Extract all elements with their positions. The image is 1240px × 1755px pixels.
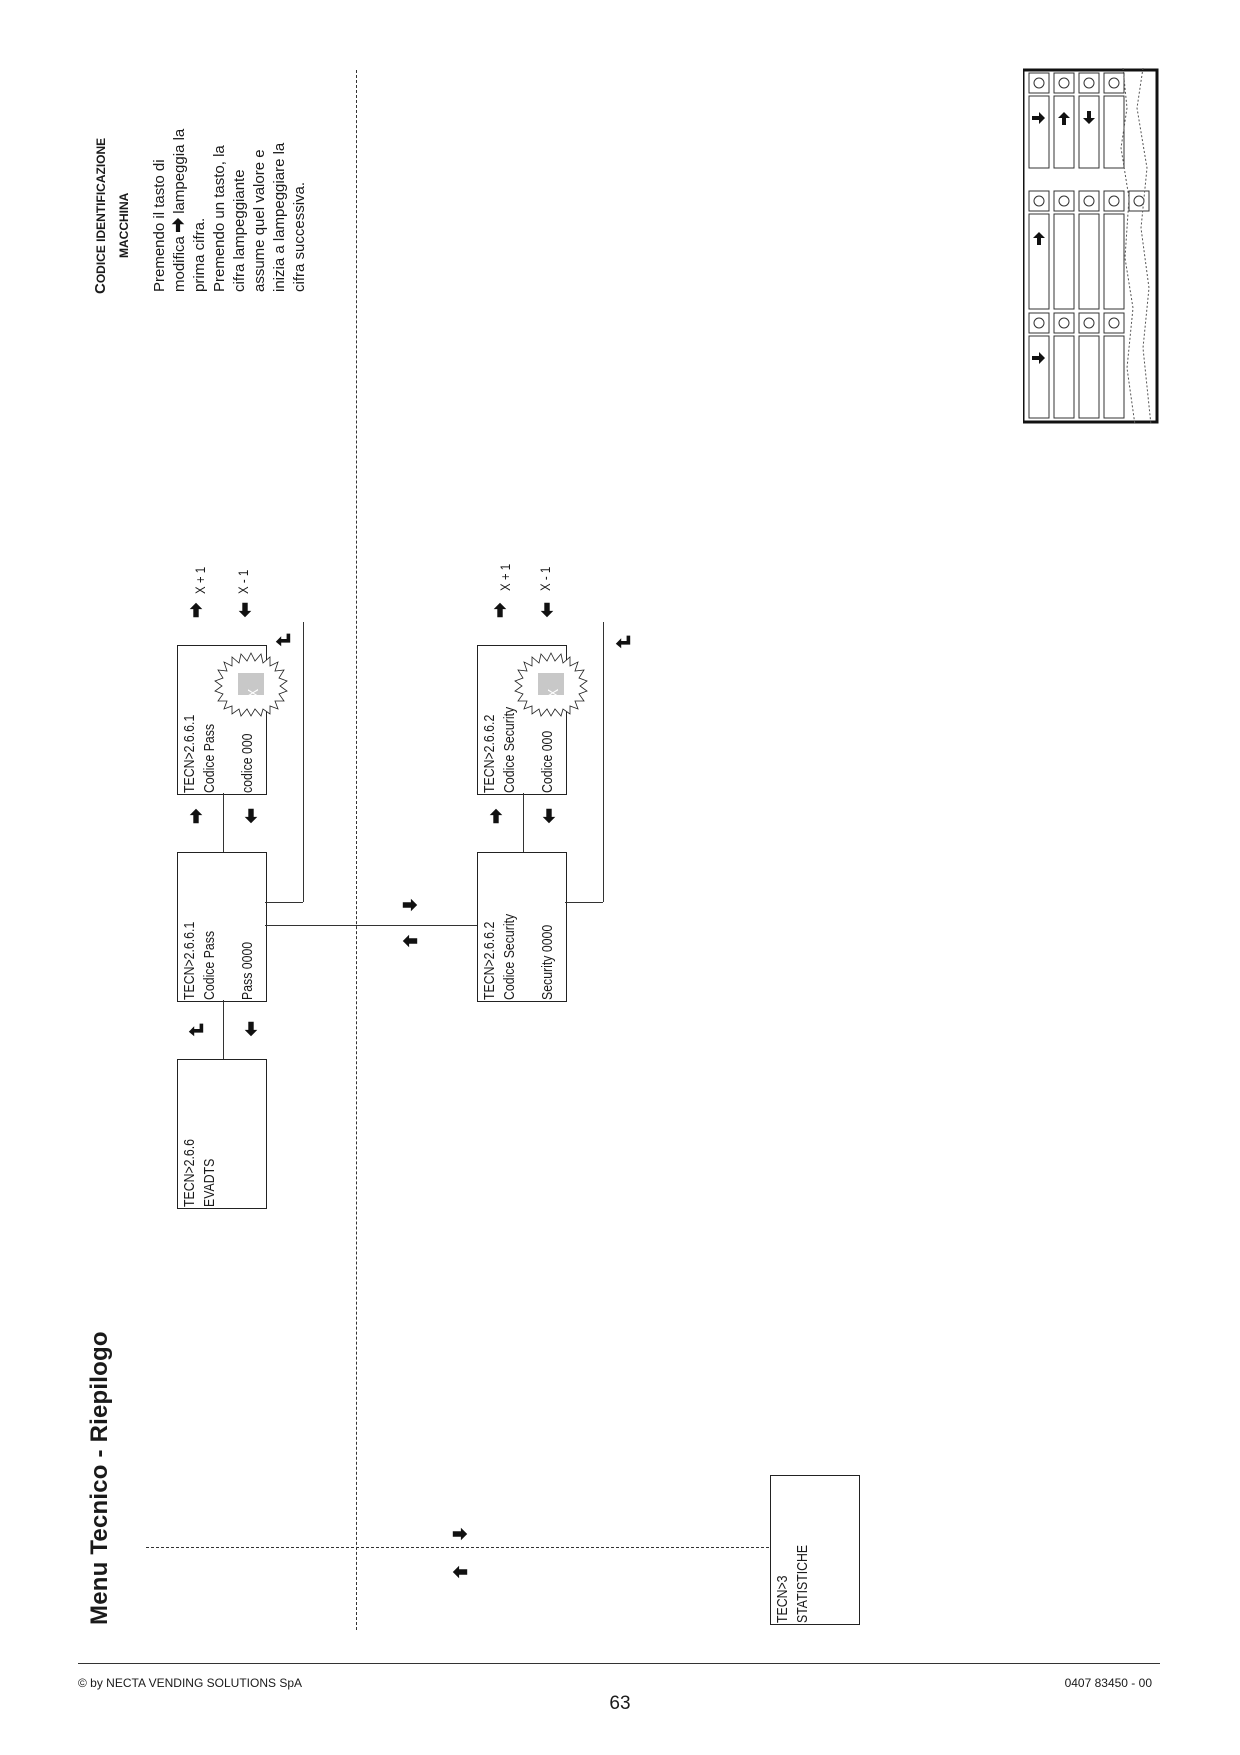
arrow-left-icon (402, 898, 418, 912)
footer-rule (78, 1663, 1160, 1664)
page-number: 63 (609, 1693, 631, 1714)
note-line-8: cifra successiva. (291, 181, 308, 292)
arrow-up-icon (489, 808, 503, 824)
connector (565, 902, 603, 903)
connector (223, 793, 224, 852)
connector (265, 925, 477, 926)
note-line-1: Premendo il tasto di (151, 159, 168, 292)
note-line-5: cifra lampeggiante (231, 169, 248, 292)
pass-edit-blink-char: X (245, 688, 262, 697)
statistiche-line2: STATISTICHE (794, 1544, 811, 1623)
arrow-down-icon (244, 808, 258, 824)
footer-doc-code: 0407 83450 - 00 (1064, 1676, 1152, 1690)
evadts-line2: EVADTS (201, 1158, 218, 1207)
enter-icon (275, 633, 291, 647)
blink-burst-icon (514, 652, 588, 717)
connector (265, 902, 303, 903)
security-edit-line1: TECN>2.6.6.2 (481, 714, 498, 793)
pass-edit-line2: Codice Pass (201, 723, 218, 793)
security-line3: Security 0000 (539, 924, 556, 1000)
security-line1: TECN>2.6.6.2 (481, 921, 498, 1000)
security-edit-line3: Codice 000 (539, 730, 556, 793)
box-codice-pass (177, 852, 267, 1002)
plus-label: X + 1 (192, 566, 208, 594)
minus-label: X - 1 (537, 566, 553, 591)
statistiche-line1: TECN>3 (774, 1575, 791, 1623)
minus-label: X - 1 (235, 569, 251, 594)
security-line2: Codice Security (501, 913, 518, 1000)
arrow-down-icon (542, 808, 556, 824)
footer-copyright: © by NECTA VENDING SOLUTIONS SpA (78, 1676, 303, 1690)
pass-line3: Pass 0000 (239, 941, 256, 1000)
arrow-down-icon (540, 602, 554, 618)
arrow-up-icon (493, 602, 507, 618)
connector (223, 1000, 224, 1059)
enter-icon (188, 1023, 204, 1037)
note-line-3: prima cifra. (191, 217, 208, 292)
evadts-line1: TECN>2.6.6 (181, 1138, 198, 1207)
dashed-separator-horizontal (146, 1547, 774, 1548)
connector (303, 622, 304, 902)
pass-line1: TECN>2.6.6.1 (181, 921, 198, 1000)
note-line-7: inizia a lampeggiare la (271, 142, 288, 292)
arrow-right-icon (171, 218, 185, 232)
connector (603, 622, 604, 902)
security-edit-line2: Codice Security (501, 706, 518, 793)
box-evadts (177, 1059, 267, 1209)
arrow-right-icon (452, 1527, 468, 1541)
box-codice-security (477, 852, 567, 1002)
note-line-4: Premendo un tasto, la (211, 145, 228, 292)
pass-line2: Codice Pass (201, 930, 218, 1000)
arrow-down-icon (238, 602, 252, 618)
plus-label: X + 1 (497, 563, 513, 591)
security-edit-blink-char: X (545, 688, 562, 697)
note-line-2: modifica lampeggia la (171, 128, 188, 292)
keypad-icon (1023, 68, 1159, 425)
note-line-6: assume quel valore e (251, 149, 268, 292)
pass-edit-line1: TECN>2.6.6.1 (181, 714, 198, 793)
pass-edit-line3: codice 000 (239, 733, 256, 793)
box-statistiche (770, 1475, 860, 1625)
page-title: Menu Tecnico - Riepilogo (86, 1331, 113, 1625)
arrow-down-icon (244, 1021, 258, 1037)
dashed-separator-vertical (356, 70, 357, 1630)
arrow-up-icon (189, 602, 203, 618)
arrow-right-icon (402, 934, 418, 948)
arrow-left-icon (452, 1565, 468, 1579)
enter-icon (615, 635, 631, 649)
note-heading: CODICE IDENTIFICAZIONE (92, 137, 109, 294)
connector (523, 793, 524, 852)
blink-burst-icon (214, 652, 288, 717)
arrow-up-icon (189, 808, 203, 824)
note-heading-line2: MACCHINA (117, 192, 131, 258)
